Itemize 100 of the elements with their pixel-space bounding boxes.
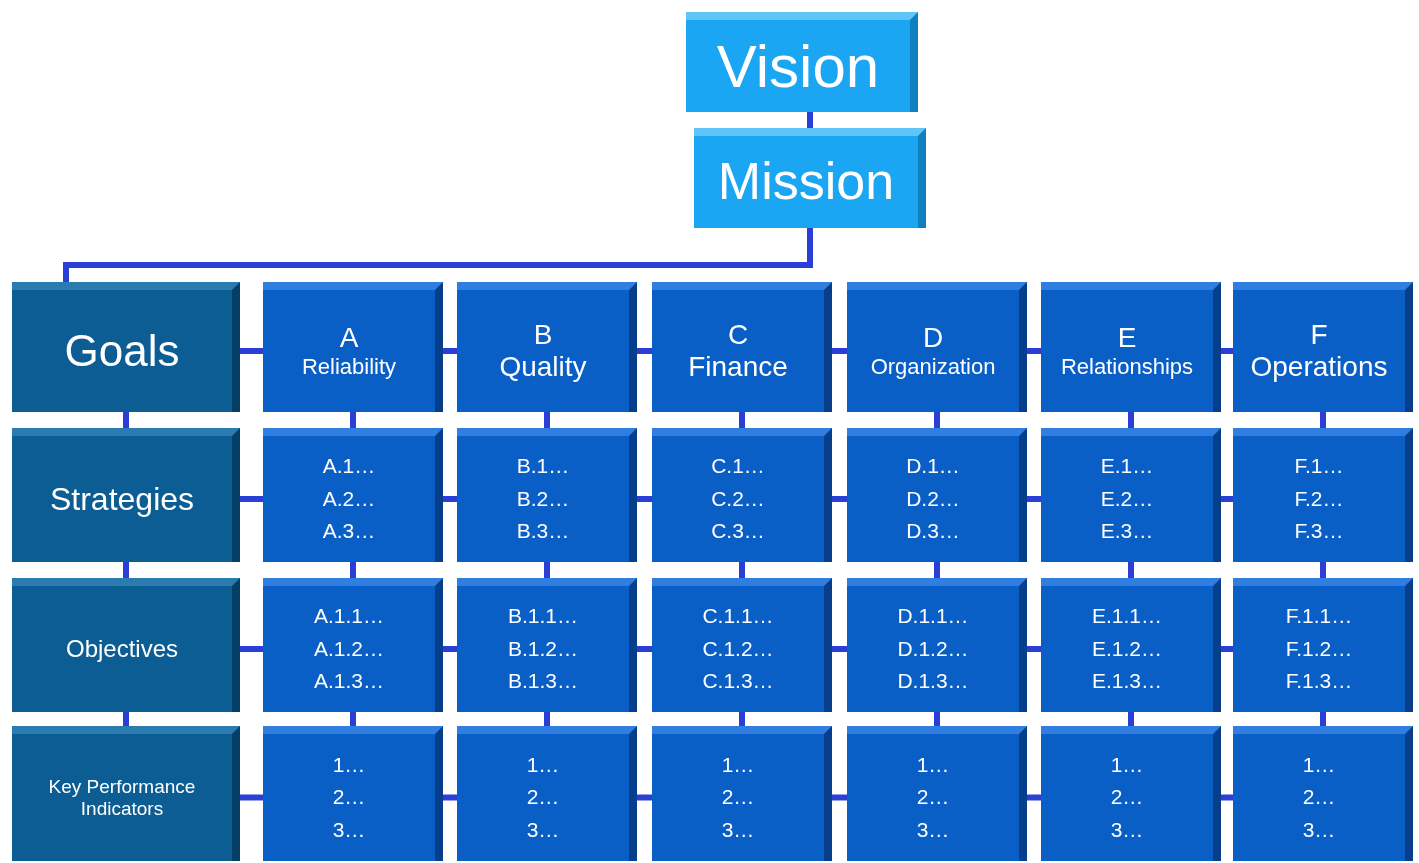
plan-box — [457, 578, 637, 712]
item-text: D.3… — [906, 518, 960, 545]
item-text: D.1.2… — [897, 635, 969, 662]
connector-line — [1320, 412, 1326, 428]
connector-line — [637, 646, 652, 652]
item-text: D.1.1… — [897, 603, 969, 630]
connector-line — [443, 794, 457, 801]
heading-text: Key Performance Indicators — [47, 775, 197, 820]
item-text: F.1.2… — [1285, 635, 1353, 662]
plan-box — [263, 578, 443, 712]
item-text: A.1… — [322, 453, 376, 480]
plan-box — [847, 726, 1027, 861]
connector-line — [544, 412, 550, 428]
goal-name: Quality — [499, 351, 587, 384]
item-text: C.1.2… — [702, 635, 774, 662]
connector-line — [1221, 646, 1233, 652]
plan-box — [1233, 726, 1413, 861]
connector-line — [123, 412, 129, 428]
goal-letter: F — [1310, 318, 1328, 351]
connector-line — [123, 562, 129, 578]
row-heading-box — [12, 726, 240, 861]
statement-box — [694, 128, 926, 228]
item-text: B.1.2… — [507, 635, 578, 662]
item-text: 1… — [332, 751, 366, 778]
connector-line — [1221, 496, 1233, 502]
item-text: B.2… — [516, 485, 570, 512]
item-text: A.1.2… — [313, 635, 384, 662]
goal-letter: D — [922, 322, 944, 355]
connector-line — [934, 712, 940, 726]
connector-line — [240, 496, 263, 502]
item-text: A.1.3… — [313, 668, 384, 695]
plan-box — [1041, 578, 1221, 712]
plan-box — [457, 428, 637, 562]
connector-line — [739, 412, 745, 428]
connector-line — [240, 646, 263, 652]
connector-line — [1027, 348, 1041, 354]
item-text: 2… — [721, 784, 755, 811]
item-text: C.1… — [711, 453, 765, 480]
item-text: E.1.1… — [1091, 603, 1162, 630]
plan-box — [1233, 282, 1413, 412]
plan-box — [652, 578, 832, 712]
item-text: 2… — [1302, 784, 1336, 811]
goal-name: Finance — [688, 351, 788, 384]
item-text: 2… — [332, 784, 366, 811]
goal-letter: E — [1117, 322, 1137, 355]
plan-box — [847, 428, 1027, 562]
plan-box — [457, 726, 637, 861]
row-heading-box — [12, 282, 240, 412]
connector-line — [1027, 496, 1041, 502]
item-text: 2… — [916, 784, 950, 811]
plan-box — [263, 726, 443, 861]
item-text: D.1.3… — [897, 668, 969, 695]
connector-line — [934, 562, 940, 578]
plan-box — [652, 428, 832, 562]
connector-line — [350, 412, 356, 428]
item-text: 3… — [1302, 816, 1336, 843]
item-text: C.1.3… — [702, 668, 774, 695]
connector-line — [123, 712, 129, 726]
connector-line — [544, 562, 550, 578]
connector-line — [934, 412, 940, 428]
connector-line — [1128, 562, 1134, 578]
goal-letter: A — [339, 322, 359, 355]
plan-box — [1041, 726, 1221, 861]
connector-line — [544, 712, 550, 726]
connector-line — [832, 496, 847, 502]
item-text: C.3… — [711, 518, 765, 545]
goal-letter: C — [727, 318, 749, 351]
heading-text: Strategies — [49, 480, 195, 518]
goal-name: Organization — [870, 354, 996, 380]
item-text: B.3… — [516, 518, 570, 545]
item-text: A.1.1… — [313, 603, 384, 630]
item-text: F.2… — [1294, 485, 1344, 512]
connector-line — [1221, 794, 1233, 801]
heading-text: Mission — [717, 152, 895, 212]
plan-box — [1041, 428, 1221, 562]
item-text: 3… — [721, 816, 755, 843]
item-text: B.1.1… — [507, 603, 578, 630]
item-text: 3… — [916, 816, 950, 843]
statement-box — [686, 12, 918, 112]
connector-line — [832, 646, 847, 652]
plan-box — [1233, 428, 1413, 562]
plan-box — [652, 282, 832, 412]
item-text: 3… — [526, 816, 560, 843]
item-text: B.1… — [516, 453, 570, 480]
item-text: C.1.1… — [702, 603, 774, 630]
item-text: 2… — [1110, 784, 1144, 811]
item-text: 3… — [332, 816, 366, 843]
connector-line — [1320, 712, 1326, 726]
connector-line — [637, 496, 652, 502]
item-text: E.2… — [1100, 485, 1154, 512]
connector-line — [350, 562, 356, 578]
item-text: 1… — [1110, 751, 1144, 778]
item-text: 2… — [526, 784, 560, 811]
item-text: 1… — [916, 751, 950, 778]
connector-line — [1128, 712, 1134, 726]
connector-line — [240, 348, 263, 354]
connector-line — [443, 348, 457, 354]
connector-line — [739, 712, 745, 726]
connector-line — [637, 794, 652, 801]
row-heading-box — [12, 578, 240, 712]
